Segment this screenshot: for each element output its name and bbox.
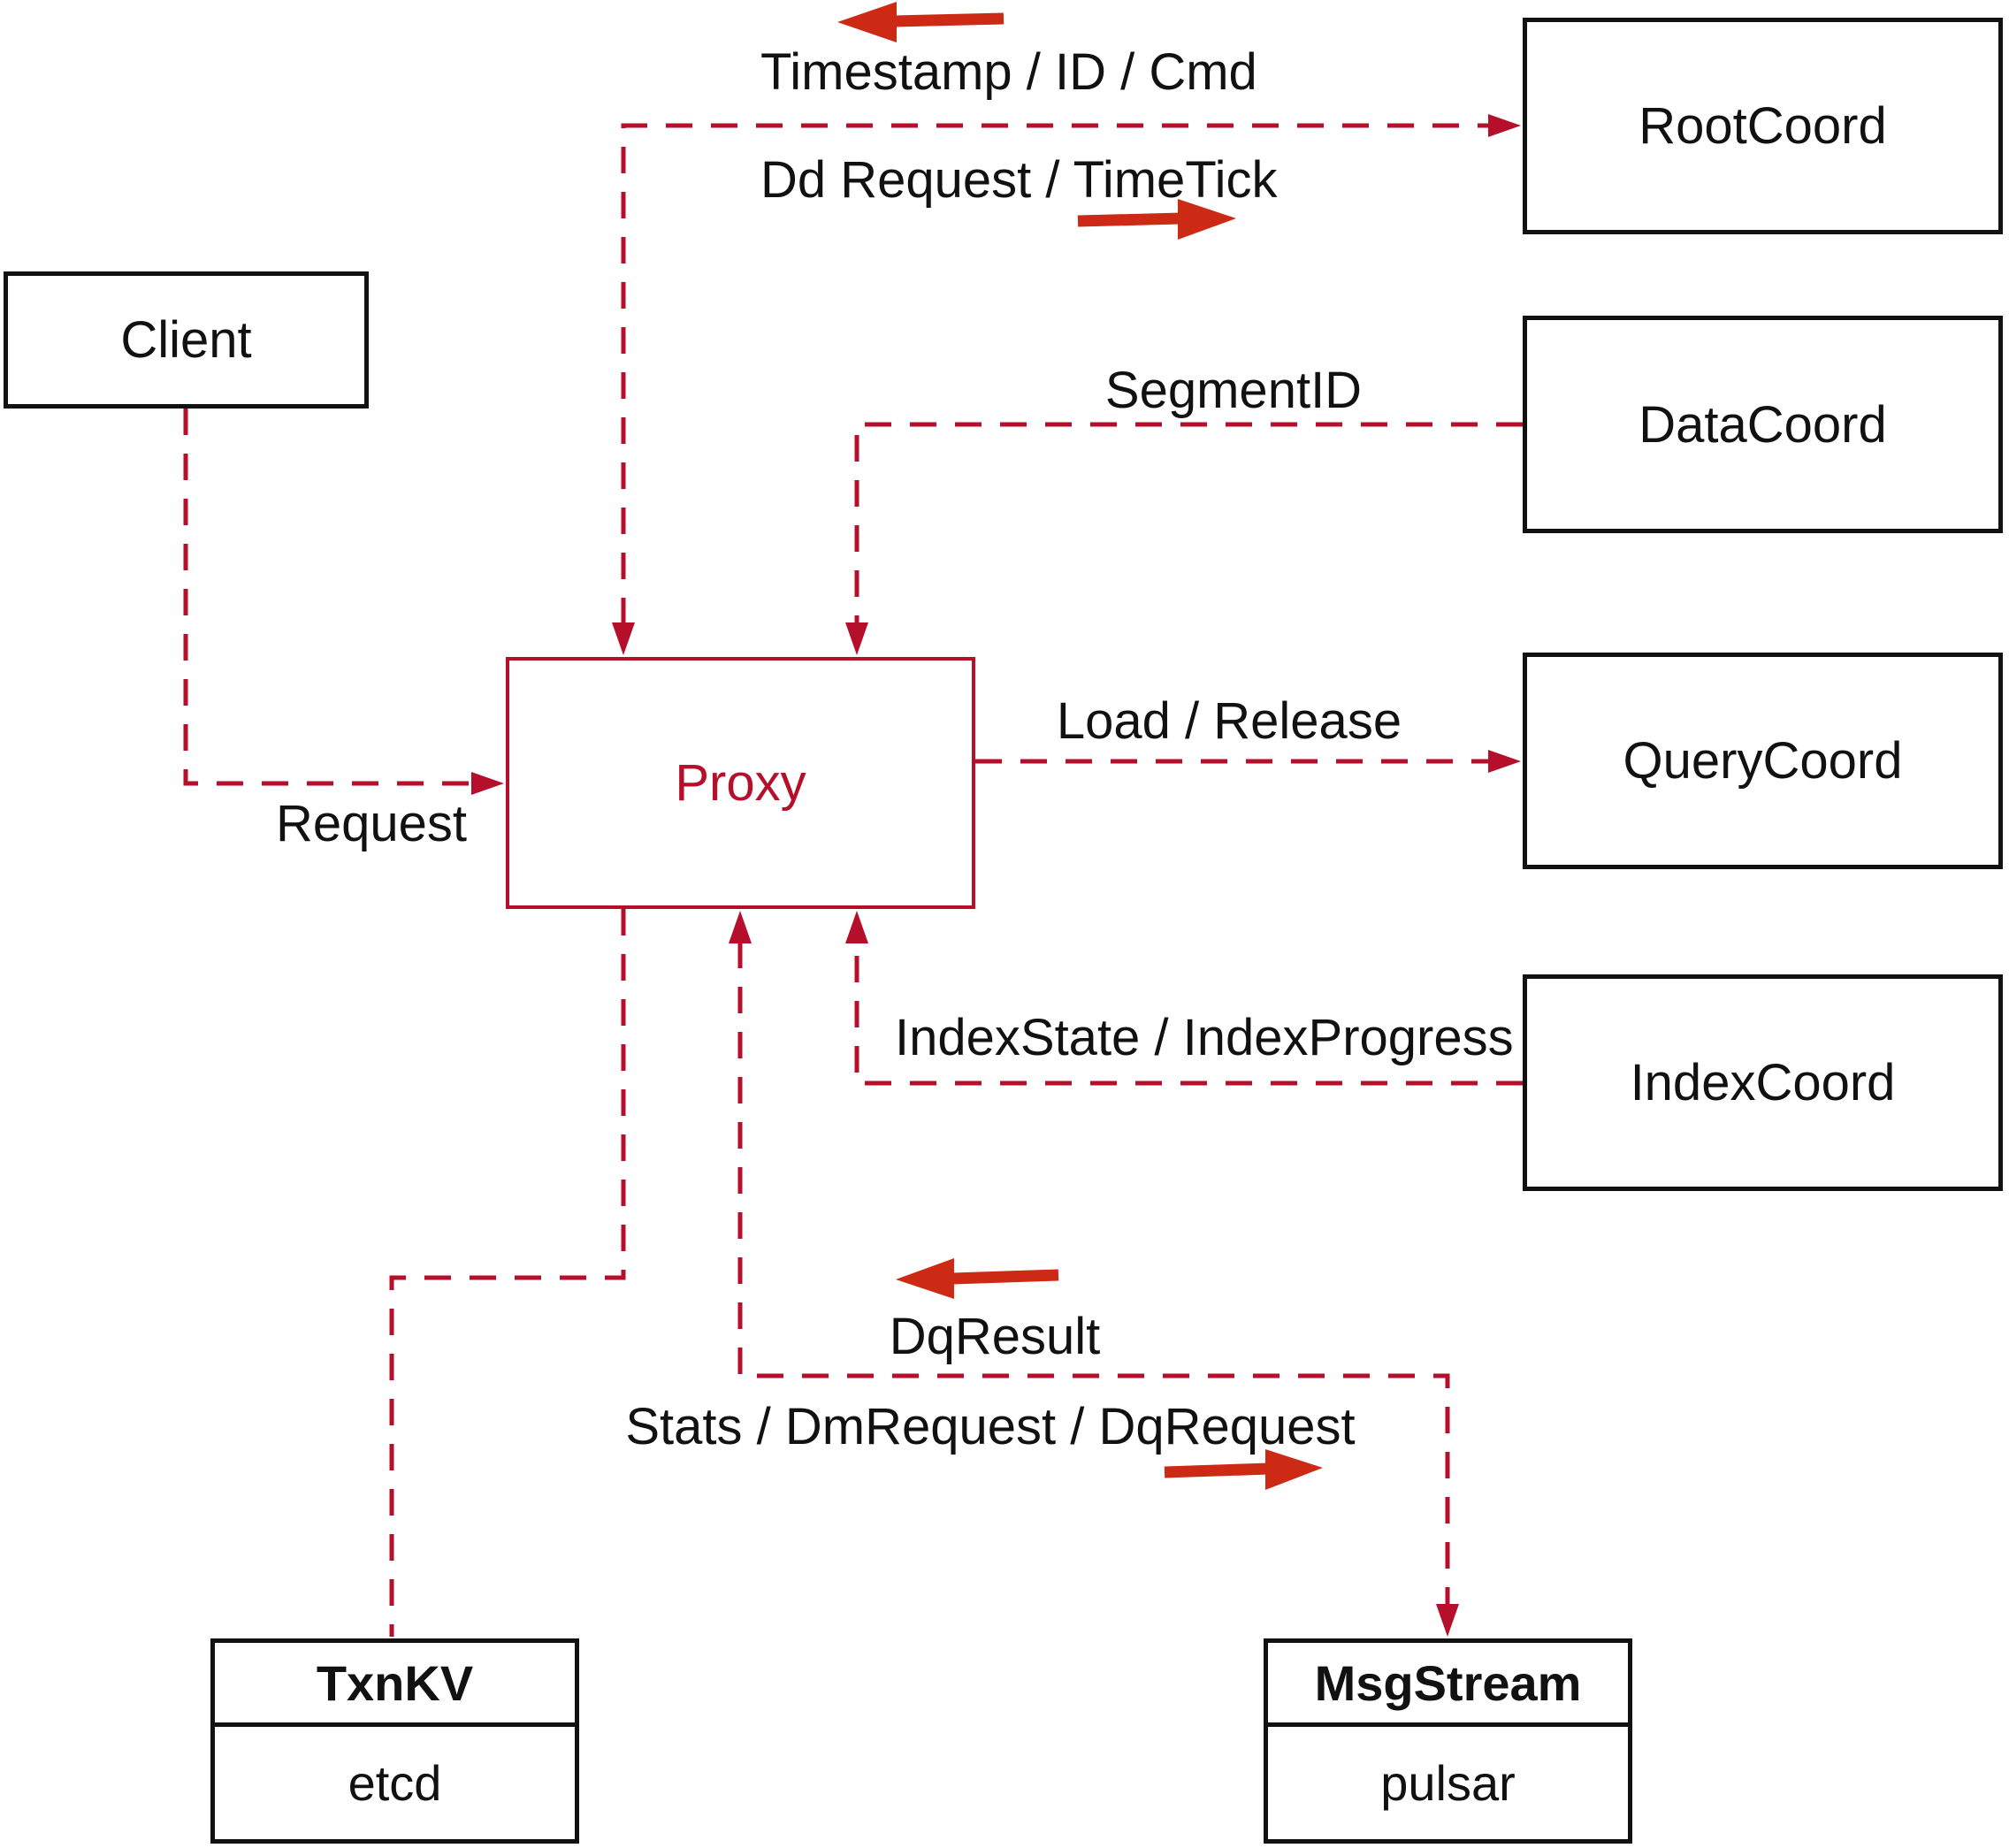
load-release-label: Load / Release [1056,692,1402,750]
arrowhead-dqresult-into-proxy [729,911,752,943]
dqresult-label: DqResult [889,1308,1101,1365]
edge-client-proxy [183,409,504,795]
edge-proxy-querycoord [975,750,1521,773]
msgstream-title: MsgStream [1268,1643,1628,1727]
ddrequest-direction-right-arrow [1077,199,1236,240]
timestamp-direction-left-arrow [837,2,1004,42]
msgstream-body: pulsar [1380,1755,1516,1811]
stats-dmrequest-dqrequest-label: Stats / DmRequest / DqRequest [625,1398,1356,1455]
indexstate-indexprogress-label: IndexState / IndexProgress [895,1009,1514,1066]
proxy-node: Proxy [506,657,975,909]
edge-proxy-rootcoord [612,114,1521,655]
arrowhead-into-rootcoord [1488,114,1521,137]
client-node: Client [4,271,369,409]
txnkv-title: TxnKV [215,1643,575,1727]
timestamp-id-cmd-label: Timestamp / ID / Cmd [760,43,1257,101]
dd-request-timetick-label: Dd Request / TimeTick [760,151,1278,209]
rootcoord-label: RootCoord [1639,97,1887,155]
querycoord-label: QueryCoord [1623,732,1903,790]
indexcoord-label: IndexCoord [1630,1054,1896,1111]
stats-direction-right-arrow [1164,1449,1323,1490]
edge-datacoord-proxy [845,422,1523,655]
dqresult-direction-left-arrow [896,1258,1059,1299]
edge-indexcoord-proxy [845,911,1523,1086]
edge-proxy-txnkv [389,909,626,1637]
segmentid-label: SegmentID [1104,362,1363,419]
datacoord-label: DataCoord [1639,395,1887,454]
rootcoord-node: RootCoord [1523,18,2003,234]
querycoord-node: QueryCoord [1523,653,2003,869]
txnkv-body: etcd [348,1755,442,1811]
msgstream-node: MsgStream pulsar [1264,1638,1632,1844]
request-label: Request [275,795,468,852]
datacoord-node: DataCoord [1523,316,2003,533]
arrowhead-request-into-proxy [471,772,504,795]
proxy-label: Proxy [675,754,806,812]
arrowhead-segmentid-into-proxy [845,622,868,655]
edge-proxy-msgstream [729,911,1459,1637]
client-label: Client [120,311,252,369]
arrowhead-into-querycoord [1488,750,1521,773]
txnkv-node: TxnKV etcd [210,1638,579,1844]
arrowhead-indexstate-into-proxy [845,911,868,943]
indexcoord-node: IndexCoord [1523,974,2003,1191]
arrowhead-into-msgstream [1436,1604,1459,1637]
arrowhead-into-proxy-top-left [612,622,635,655]
